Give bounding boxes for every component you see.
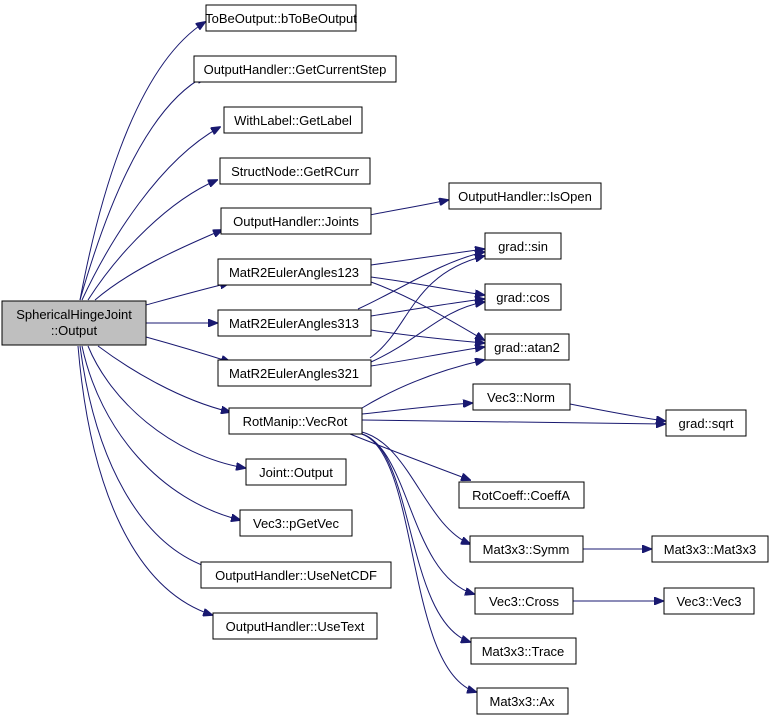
node-label: Vec3::Norm: [487, 390, 555, 405]
edge-vecrot-to-trace: [361, 433, 470, 642]
node-mat3x3-ax[interactable]: Mat3x3::Ax: [476, 687, 569, 715]
node-outputhandler-usenetcdf[interactable]: OutputHandler::UseNetCDF: [200, 561, 392, 589]
node-label: OutputHandler::IsOpen: [458, 189, 592, 204]
edge-mat321-to-atan2: [370, 347, 484, 367]
node-label: OutputHandler::UseNetCDF: [215, 568, 377, 583]
node-withlabel-getlabel[interactable]: WithLabel::GetLabel: [223, 106, 363, 134]
edge-root-to-joints: [94, 230, 222, 301]
node-mat3x3-mat3x3[interactable]: Mat3x3::Mat3x3: [651, 535, 769, 563]
edge-root-to-pgetvec: [81, 345, 240, 520]
node-label: RotCoeff::CoeffA: [472, 488, 570, 503]
node-vec3-cross[interactable]: Vec3::Cross: [474, 587, 574, 615]
node-label: MatR2EulerAngles123: [229, 265, 359, 280]
edge-mat313-to-sin: [357, 252, 484, 310]
edge-root-to-getlabel: [81, 127, 220, 301]
edge-mat321-to-sin: [369, 256, 484, 359]
edge-root-to-mat321: [145, 336, 230, 362]
node-label: Mat3x3::Symm: [483, 542, 570, 557]
node-grad-sin[interactable]: grad::sin: [484, 232, 562, 260]
node-structnode-getrcurr[interactable]: StructNode::GetRCurr: [219, 157, 371, 185]
node-rotcoeff-coeffa[interactable]: RotCoeff::CoeffA: [458, 481, 585, 509]
edge-vecrot-to-atan2: [361, 360, 484, 409]
edge-norm-to-sqrt: [569, 403, 665, 421]
node-outputhandler-joints[interactable]: OutputHandler::Joints: [220, 207, 372, 235]
node-label: RotManip::VecRot: [243, 414, 348, 429]
node-label: MatR2EulerAngles313: [229, 316, 359, 331]
node-label: Vec3::Cross: [489, 594, 560, 609]
node-label: grad::atan2: [494, 340, 560, 355]
node-joint-output[interactable]: Joint::Output: [245, 458, 347, 486]
edge-mat123-to-cos: [370, 276, 484, 295]
edge-joints-to-isopen: [369, 200, 448, 216]
edge-root-to-jointoutput: [87, 345, 245, 468]
edge-root-to-vecrot: [97, 345, 230, 412]
node-label: WithLabel::GetLabel: [234, 113, 352, 128]
edge-vecrot-to-sqrt: [361, 419, 665, 424]
node-grad-cos[interactable]: grad::cos: [484, 283, 562, 311]
node-mat3x3-trace[interactable]: Mat3x3::Trace: [470, 637, 577, 665]
node-outputhandler-isopen[interactable]: OutputHandler::IsOpen: [448, 182, 602, 210]
edge-root-to-usetext: [77, 345, 212, 615]
node-vec3-pgetvec[interactable]: Vec3::pGetVec: [239, 509, 353, 537]
node-label: OutputHandler::UseText: [226, 619, 365, 634]
node-outputhandler-getcurrentstep[interactable]: OutputHandler::GetCurrentStep: [193, 55, 397, 83]
edge-mat123-to-sin: [370, 249, 484, 266]
node-label: MatR2EulerAngles321: [229, 366, 359, 381]
node-label: OutputHandler::GetCurrentStep: [204, 62, 387, 77]
node-grad-sqrt[interactable]: grad::sqrt: [665, 409, 747, 437]
node-label: StructNode::GetRCurr: [231, 164, 360, 179]
node-matr2eulerangles313[interactable]: MatR2EulerAngles313: [217, 309, 372, 337]
edge-vecrot-to-symm: [361, 431, 470, 544]
edge-mat123-to-atan2: [370, 281, 484, 340]
edge-vecrot-to-ax: [361, 433, 476, 692]
node-outputhandler-usetext[interactable]: OutputHandler::UseText: [212, 612, 378, 640]
edge-vecrot-to-norm: [361, 403, 472, 415]
edge-root-to-getrcurr: [87, 180, 217, 301]
node-root-label-line2: ::Output: [51, 323, 98, 338]
node-label: grad::sqrt: [679, 416, 734, 431]
node-label: Mat3x3::Trace: [482, 644, 565, 659]
node-vec3-vec3[interactable]: Vec3::Vec3: [663, 587, 755, 615]
node-sphericalhingejoint-output[interactable]: SphericalHingeJoint ::Output: [1, 300, 147, 346]
node-label: Mat3x3::Ax: [489, 694, 555, 709]
node-label: Vec3::Vec3: [676, 594, 741, 609]
edge-vecrot-to-coeffa: [349, 433, 470, 480]
node-mat3x3-symm[interactable]: Mat3x3::Symm: [469, 535, 584, 563]
node-root-label-line1: SphericalHingeJoint: [16, 307, 132, 322]
edge-root-to-usenetcdf: [79, 345, 210, 568]
node-label: Mat3x3::Mat3x3: [664, 542, 757, 557]
edge-root-to-getcurrentstep: [79, 76, 205, 301]
edge-mat321-to-cos: [370, 302, 484, 363]
node-grad-atan2[interactable]: grad::atan2: [484, 333, 570, 361]
node-rotmanip-vecrot[interactable]: RotManip::VecRot: [228, 407, 363, 435]
node-label: Joint::Output: [259, 465, 333, 480]
edge-mat313-to-atan2: [370, 329, 484, 343]
node-matr2eulerangles123[interactable]: MatR2EulerAngles123: [217, 258, 372, 286]
node-label: Vec3::pGetVec: [253, 516, 340, 531]
edge-mat313-to-cos: [370, 299, 484, 317]
node-tobeoutput-btobeoutput[interactable]: ToBeOutput::bToBeOutput: [205, 4, 357, 32]
node-matr2eulerangles321[interactable]: MatR2EulerAngles321: [217, 359, 372, 387]
node-label: grad::cos: [496, 290, 550, 305]
node-label: ToBeOutput::bToBeOutput: [205, 11, 357, 26]
node-vec3-norm[interactable]: Vec3::Norm: [472, 383, 571, 411]
edge-root-to-tobeoutput: [79, 22, 205, 301]
node-label: grad::sin: [498, 239, 548, 254]
node-label: OutputHandler::Joints: [233, 214, 359, 229]
edge-root-to-mat123: [145, 283, 229, 306]
